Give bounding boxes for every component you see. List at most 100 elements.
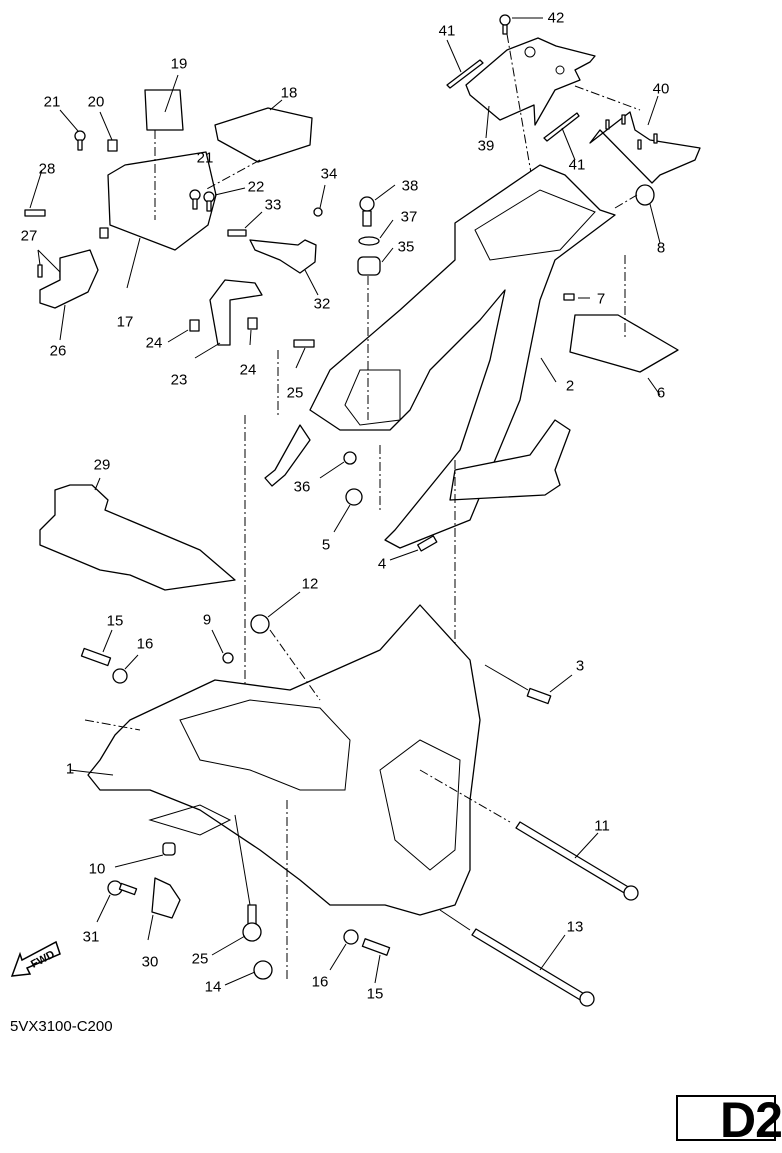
callout-37: 37 [400, 208, 418, 226]
part-10-collar [162, 842, 176, 856]
part-42-bolt [499, 14, 511, 35]
callout-2: 2 [565, 377, 575, 395]
callout-28: 28 [38, 160, 56, 178]
part-21-bolt-b [189, 189, 201, 210]
part-12-nut [250, 614, 270, 634]
part-35-grommet [357, 256, 381, 276]
part-9-collar [222, 652, 234, 664]
part-16-washer-b [343, 929, 359, 945]
callout-26: 26 [49, 342, 67, 360]
part-16-washer-a [112, 668, 128, 684]
part-19-label [144, 89, 184, 131]
part-17-battery-box [99, 151, 217, 251]
part-21-bolt-a [74, 130, 86, 151]
part-6-cover-sheet [569, 314, 679, 373]
part-41-strip-b [543, 112, 580, 142]
fwd-label: FWD [29, 948, 57, 970]
callout-20: 20 [87, 93, 105, 111]
callout-38: 38 [401, 177, 419, 195]
part-14-nut [253, 960, 273, 980]
part-26-holder [39, 249, 99, 309]
part-18-pad [214, 107, 313, 163]
callout-16a: 16 [136, 635, 154, 653]
part-30-bracket [151, 877, 181, 919]
part-34-clip [313, 207, 323, 217]
callout-11: 11 [594, 817, 610, 835]
callout-29: 29 [93, 456, 111, 474]
callout-18: 18 [280, 84, 298, 102]
callout-33: 33 [264, 196, 282, 214]
part-22-bolt [203, 191, 215, 212]
part-4-bolt [417, 535, 438, 552]
callout-21b: 21 [196, 149, 214, 167]
part-20-clip [107, 139, 118, 152]
callout-36: 36 [293, 478, 311, 496]
callout-5: 5 [321, 536, 331, 554]
diagram-code: 5VX3100-C200 [10, 1018, 113, 1035]
callout-31: 31 [82, 928, 100, 946]
callout-41a: 41 [438, 22, 456, 40]
callout-30: 30 [141, 953, 159, 971]
callout-12: 12 [301, 575, 319, 593]
part-36-collar [343, 451, 357, 465]
callout-4: 4 [377, 555, 387, 573]
part-39-bracket [465, 37, 596, 126]
callout-34: 34 [320, 165, 338, 183]
part-7-clip [563, 293, 575, 301]
callout-24a: 24 [145, 334, 163, 352]
callout-41b: 41 [568, 156, 586, 174]
part-24-nut-a [189, 319, 200, 332]
callout-9: 9 [202, 611, 212, 629]
part-31-bolt [107, 880, 138, 896]
part-3-bolt [526, 687, 552, 705]
part-25-bolt-a [293, 339, 315, 348]
callout-8: 8 [656, 239, 666, 257]
callout-25b: 25 [191, 950, 209, 968]
callout-19: 19 [170, 55, 188, 73]
part-5-nut [345, 488, 363, 506]
callout-7: 7 [596, 290, 606, 308]
callout-27: 27 [20, 227, 38, 245]
callout-14: 14 [204, 978, 222, 996]
part-15-bolt-a [80, 647, 112, 667]
part-28-screw [24, 209, 46, 217]
callout-15a: 15 [106, 612, 124, 630]
callout-13: 13 [566, 918, 584, 936]
part-1-main-frame [87, 604, 481, 916]
part-38-bolt [359, 196, 375, 227]
part-24-nut-b [247, 317, 258, 330]
callout-3: 3 [575, 657, 585, 675]
callout-6: 6 [656, 384, 666, 402]
part-32-stay [249, 239, 317, 274]
callout-35: 35 [397, 238, 415, 256]
part-33-bolt [227, 229, 247, 237]
callout-17: 17 [116, 313, 134, 331]
part-25-bolt-b [242, 904, 262, 942]
part-23-bracket [209, 279, 263, 346]
part-13-long-bolt [471, 928, 595, 1007]
forward-direction-arrow-icon: FWD [10, 940, 61, 977]
part-2-rear-frame [264, 164, 616, 549]
part-41-strip-a [446, 59, 484, 89]
callout-25a: 25 [286, 384, 304, 402]
callout-40: 40 [652, 80, 670, 98]
callout-1: 1 [65, 760, 75, 778]
callout-21a: 21 [43, 93, 61, 111]
callout-39: 39 [477, 137, 495, 155]
page-badge-label: D2 [720, 1092, 782, 1148]
callout-15b: 15 [366, 985, 384, 1003]
part-29-undertray [39, 484, 236, 591]
part-40-cowl-bracket [589, 111, 701, 184]
part-37-washer [358, 236, 380, 246]
callout-16b: 16 [311, 973, 329, 991]
callout-10: 10 [88, 860, 106, 878]
part-15-bolt-b [361, 938, 391, 956]
part-11-long-bolt [515, 821, 639, 901]
callout-22: 22 [247, 178, 265, 196]
page-badge: D2 [676, 1092, 782, 1148]
callout-24b: 24 [239, 361, 257, 379]
exploded-parts-diagram [24, 14, 701, 1007]
part-8-damper [635, 184, 655, 206]
callout-32: 32 [313, 295, 331, 313]
callout-23: 23 [170, 371, 188, 389]
